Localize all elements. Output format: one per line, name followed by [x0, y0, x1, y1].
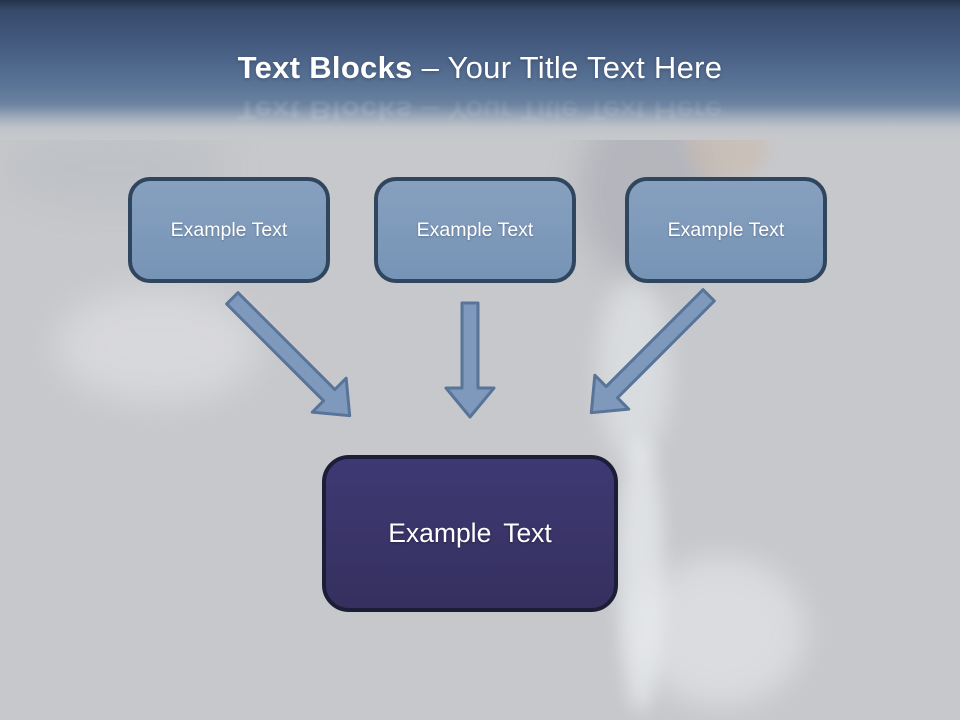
slide-title-rest: – Your Title Text Here	[412, 50, 723, 85]
slide-title-emphasis: Text Blocks	[237, 50, 413, 85]
result-block: Example Text	[322, 455, 618, 612]
text-block-1-label: Example Text	[170, 218, 288, 241]
figure-legs-highlight	[618, 438, 664, 713]
slide-title: Text Blocks – Your Title Text Here	[0, 50, 960, 85]
text-block-2: Example Text	[374, 177, 576, 283]
text-block-1: Example Text	[128, 177, 330, 283]
arrow-down-icon	[444, 301, 496, 419]
arrow-down-right-icon	[213, 279, 370, 436]
text-block-3: Example Text	[625, 177, 827, 283]
arrow-down-left-icon	[572, 276, 729, 433]
result-block-label: Example Text	[388, 518, 552, 548]
text-block-3-label: Example Text	[667, 218, 785, 241]
figure-fabric-swirl	[636, 556, 806, 706]
text-block-2-label: Example Text	[416, 218, 534, 241]
title-bar: Text Blocks – Your Title Text Here Text …	[0, 0, 960, 140]
slide-title-reflection: Text Blocks – Your Title Text Here	[237, 95, 723, 126]
